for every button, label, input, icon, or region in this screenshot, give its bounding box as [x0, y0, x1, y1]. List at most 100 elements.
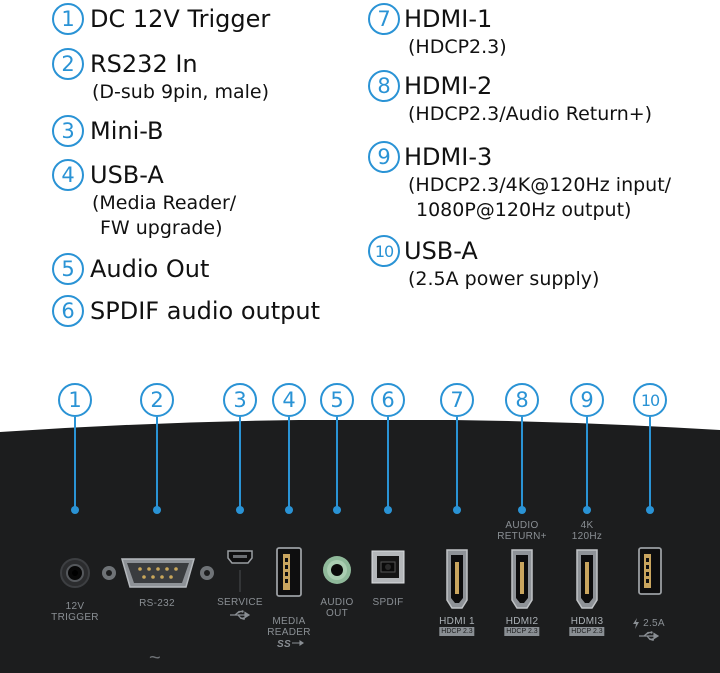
- hdmi1-hdcp-badge: HDCP 2.3: [439, 627, 475, 636]
- audio-out-jack-icon: [323, 556, 351, 584]
- hdmi3-port-icon: [576, 549, 598, 609]
- legend-label: Audio Out: [90, 255, 210, 283]
- number-7-icon: 7: [440, 383, 474, 417]
- legend-item-1: 1 DC 12V Trigger: [52, 3, 270, 35]
- legend-sub: (2.5A power supply): [408, 268, 600, 290]
- marker-8: 8: [505, 383, 539, 417]
- pointer-dot-5: [333, 506, 341, 514]
- legend-label: DC 12V Trigger: [90, 5, 271, 33]
- leader-line-1: [74, 417, 76, 507]
- hdmi3-label: HDMI3: [570, 616, 604, 627]
- service-label: SERVICE: [217, 597, 263, 608]
- legend-item-10: 10 USB-A (2.5A power supply): [368, 235, 599, 292]
- number-7-icon: 7: [368, 3, 400, 35]
- spdif-optical-port-icon: [371, 550, 405, 584]
- usb-symbol-icon: [639, 631, 660, 641]
- legend-label: SPDIF audio output: [90, 297, 320, 325]
- power-2-5a-label: 2.5A: [643, 618, 665, 629]
- number-4-icon: 4: [272, 383, 306, 417]
- marker-2: 2: [140, 383, 174, 417]
- legend-label: HDMI-1: [404, 5, 493, 33]
- legend-item-2: 2 RS232 In (D-sub 9pin, male): [52, 48, 269, 105]
- leader-line-7: [456, 417, 458, 507]
- 4k-120hz-label: 4K 120Hz: [571, 520, 603, 542]
- projector-rear-panel: 12V TRIGGER RS-232 SERVICE MEDIA READER …: [0, 417, 720, 673]
- pointer-dot-3: [236, 506, 244, 514]
- number-10-icon: 10: [368, 235, 400, 267]
- pointer-dot-9: [583, 506, 591, 514]
- usb-symbol-icon: [230, 610, 251, 620]
- legend-item-9: 9 HDMI-3 (HDCP2.3/4K@120Hz input/ 1080P@…: [368, 141, 671, 223]
- marker-3: 3: [223, 383, 257, 417]
- legend-label: Mini-B: [90, 117, 164, 145]
- number-1-icon: 1: [52, 3, 84, 35]
- pointer-dot-10: [646, 506, 654, 514]
- hdmi3-hdcp-badge: HDCP 2.3: [569, 627, 605, 636]
- audio-out-label: AUDIO OUT: [320, 597, 354, 619]
- legend-sub: FW upgrade): [100, 217, 223, 239]
- legend-item-8: 8 HDMI-2 (HDCP2.3/Audio Return+): [368, 70, 652, 127]
- legend-label: USB-A: [404, 237, 478, 265]
- number-1-icon: 1: [58, 383, 92, 417]
- number-5-icon: 5: [320, 383, 354, 417]
- number-5-icon: 5: [52, 253, 84, 285]
- number-3-icon: 3: [223, 383, 257, 417]
- number-6-icon: 6: [371, 383, 405, 417]
- legend-label: RS232 In: [90, 50, 198, 78]
- marker-10: 10: [633, 383, 667, 417]
- trigger-label: 12V TRIGGER: [51, 601, 99, 623]
- legend-item-5: 5 Audio Out: [52, 253, 209, 285]
- legend-sub: (Media Reader/: [92, 192, 237, 214]
- media-reader-label: MEDIA READER: [267, 616, 311, 638]
- hdmi2-port-icon: [511, 549, 533, 609]
- legend-label: HDMI-2: [404, 72, 493, 100]
- pointer-dot-8: [518, 506, 526, 514]
- hdmi2-label: HDMI2: [505, 616, 539, 627]
- trigger-jack-icon: [60, 558, 90, 588]
- legend-label: HDMI-3: [404, 143, 493, 171]
- pointer-dot-1: [71, 506, 79, 514]
- hdmi1-label: HDMI 1: [439, 616, 475, 627]
- legend-sub: (HDCP2.3/Audio Return+): [408, 103, 653, 125]
- pointer-dot-7: [453, 506, 461, 514]
- leader-line-6: [387, 417, 389, 507]
- lightning-icon: [633, 618, 639, 629]
- spdif-label: SPDIF: [372, 597, 404, 608]
- legend-sub: (HDCP2.3): [408, 36, 507, 58]
- number-8-icon: 8: [505, 383, 539, 417]
- number-8-icon: 8: [368, 70, 400, 102]
- legend-sub: (D-sub 9pin, male): [92, 81, 270, 103]
- superspeed-usb-icon: [292, 639, 304, 647]
- number-2-icon: 2: [52, 48, 84, 80]
- number-4-icon: 4: [52, 159, 84, 191]
- marker-5: 5: [320, 383, 354, 417]
- legend-sub: (HDCP2.3/4K@120Hz input/: [408, 174, 672, 196]
- service-mini-b-port-icon: [227, 550, 253, 564]
- power-usb-port-icon: [638, 547, 662, 595]
- number-6-icon: 6: [52, 295, 84, 327]
- leader-line-3: [239, 417, 241, 507]
- pointer-dot-4: [285, 506, 293, 514]
- marker-9: 9: [570, 383, 604, 417]
- leader-line-9: [586, 417, 588, 507]
- rs232-port-icon: [102, 558, 214, 588]
- pointer-dot-6: [384, 506, 392, 514]
- service-divider-line: [239, 570, 241, 592]
- panel-body-shape: [0, 420, 720, 673]
- legend-item-3: 3 Mini-B: [52, 115, 164, 147]
- hdmi1-port-icon: [446, 549, 468, 609]
- marker-1: 1: [58, 383, 92, 417]
- legend-sub: 1080P@120Hz output): [416, 199, 632, 221]
- ac-symbol: ~: [149, 647, 161, 669]
- legend-item-7: 7 HDMI-1 (HDCP2.3): [368, 3, 507, 60]
- marker-4: 4: [272, 383, 306, 417]
- number-3-icon: 3: [52, 115, 84, 147]
- pointer-dot-2: [153, 506, 161, 514]
- leader-line-4: [288, 417, 290, 507]
- number-9-icon: 9: [368, 141, 400, 173]
- legend-label: USB-A: [90, 161, 164, 189]
- hdmi2-hdcp-badge: HDCP 2.3: [504, 627, 540, 636]
- superspeed-logo: SS: [277, 639, 291, 650]
- audio-return-label: AUDIO RETURN+: [497, 520, 547, 542]
- leader-line-10: [649, 417, 651, 507]
